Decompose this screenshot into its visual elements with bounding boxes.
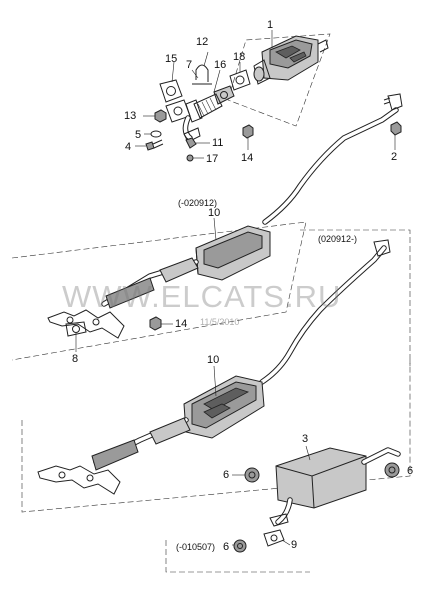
callout-1: 1 — [267, 19, 274, 31]
front-pipe-lower — [37, 417, 191, 495]
flex-pipe — [185, 85, 235, 123]
leader-lines — [75, 30, 396, 546]
date-note-before-020912: (-020912) — [178, 198, 218, 208]
callout-4: 4 — [125, 141, 132, 153]
rear-muffler — [275, 447, 401, 525]
date-note-after-020912: (020912-) — [318, 234, 358, 244]
front-gasket — [159, 79, 191, 123]
callout-6-left: 6 — [223, 469, 230, 481]
nut-14-mid — [149, 316, 162, 331]
bolt-4 — [145, 139, 164, 151]
callout-17: 17 — [206, 153, 219, 165]
nut-13 — [154, 109, 167, 123]
clip-11 — [185, 137, 197, 149]
catalytic-converter — [253, 35, 329, 85]
watermark: WWW.ELCATS.RU — [62, 279, 342, 314]
center-muffler-upper — [195, 225, 271, 281]
callout-6-bottom: 6 — [223, 541, 230, 553]
center-muffler-lower — [183, 375, 265, 439]
callout-3: 3 — [302, 433, 309, 445]
rubber-hanger-6-bottom — [233, 539, 247, 553]
callout-16: 16 — [214, 59, 227, 71]
callout-6-right: 6 — [407, 465, 414, 477]
exhaust-pipe-lower — [259, 239, 391, 385]
front-pipe-upper — [47, 257, 199, 339]
date-note-before-010507: (-010507) — [176, 542, 216, 552]
washer-5 — [150, 130, 162, 138]
exhaust-pipe-upper — [262, 93, 403, 225]
callout-10-upper: 10 — [208, 207, 221, 219]
rubber-hanger-6-right — [384, 462, 400, 478]
callout-18: 18 — [233, 51, 246, 63]
rubber-hanger-6-left — [244, 467, 260, 483]
callout-11: 11 — [212, 137, 224, 149]
callout-8: 8 — [72, 353, 79, 365]
watermark-date: 11/5/2010 — [200, 317, 240, 327]
callout-7: 7 — [186, 59, 193, 71]
callout-15: 15 — [165, 53, 178, 65]
callout-2: 2 — [391, 151, 398, 163]
u-clamp — [192, 64, 212, 85]
callout-10-lower: 10 — [207, 354, 220, 366]
callout-9: 9 — [291, 539, 298, 551]
callout-5: 5 — [135, 129, 142, 141]
callout-14-top: 14 — [241, 152, 254, 164]
gasket-18 — [229, 69, 251, 91]
callout-14-mid: 14 — [175, 318, 188, 330]
nut-17 — [186, 154, 194, 162]
nut-2 — [390, 121, 402, 136]
gasket-9 — [263, 513, 289, 547]
callout-12: 12 — [196, 36, 209, 48]
callout-13: 13 — [124, 110, 137, 122]
nut-14-top — [242, 124, 254, 139]
group-boundaries — [11, 33, 411, 573]
